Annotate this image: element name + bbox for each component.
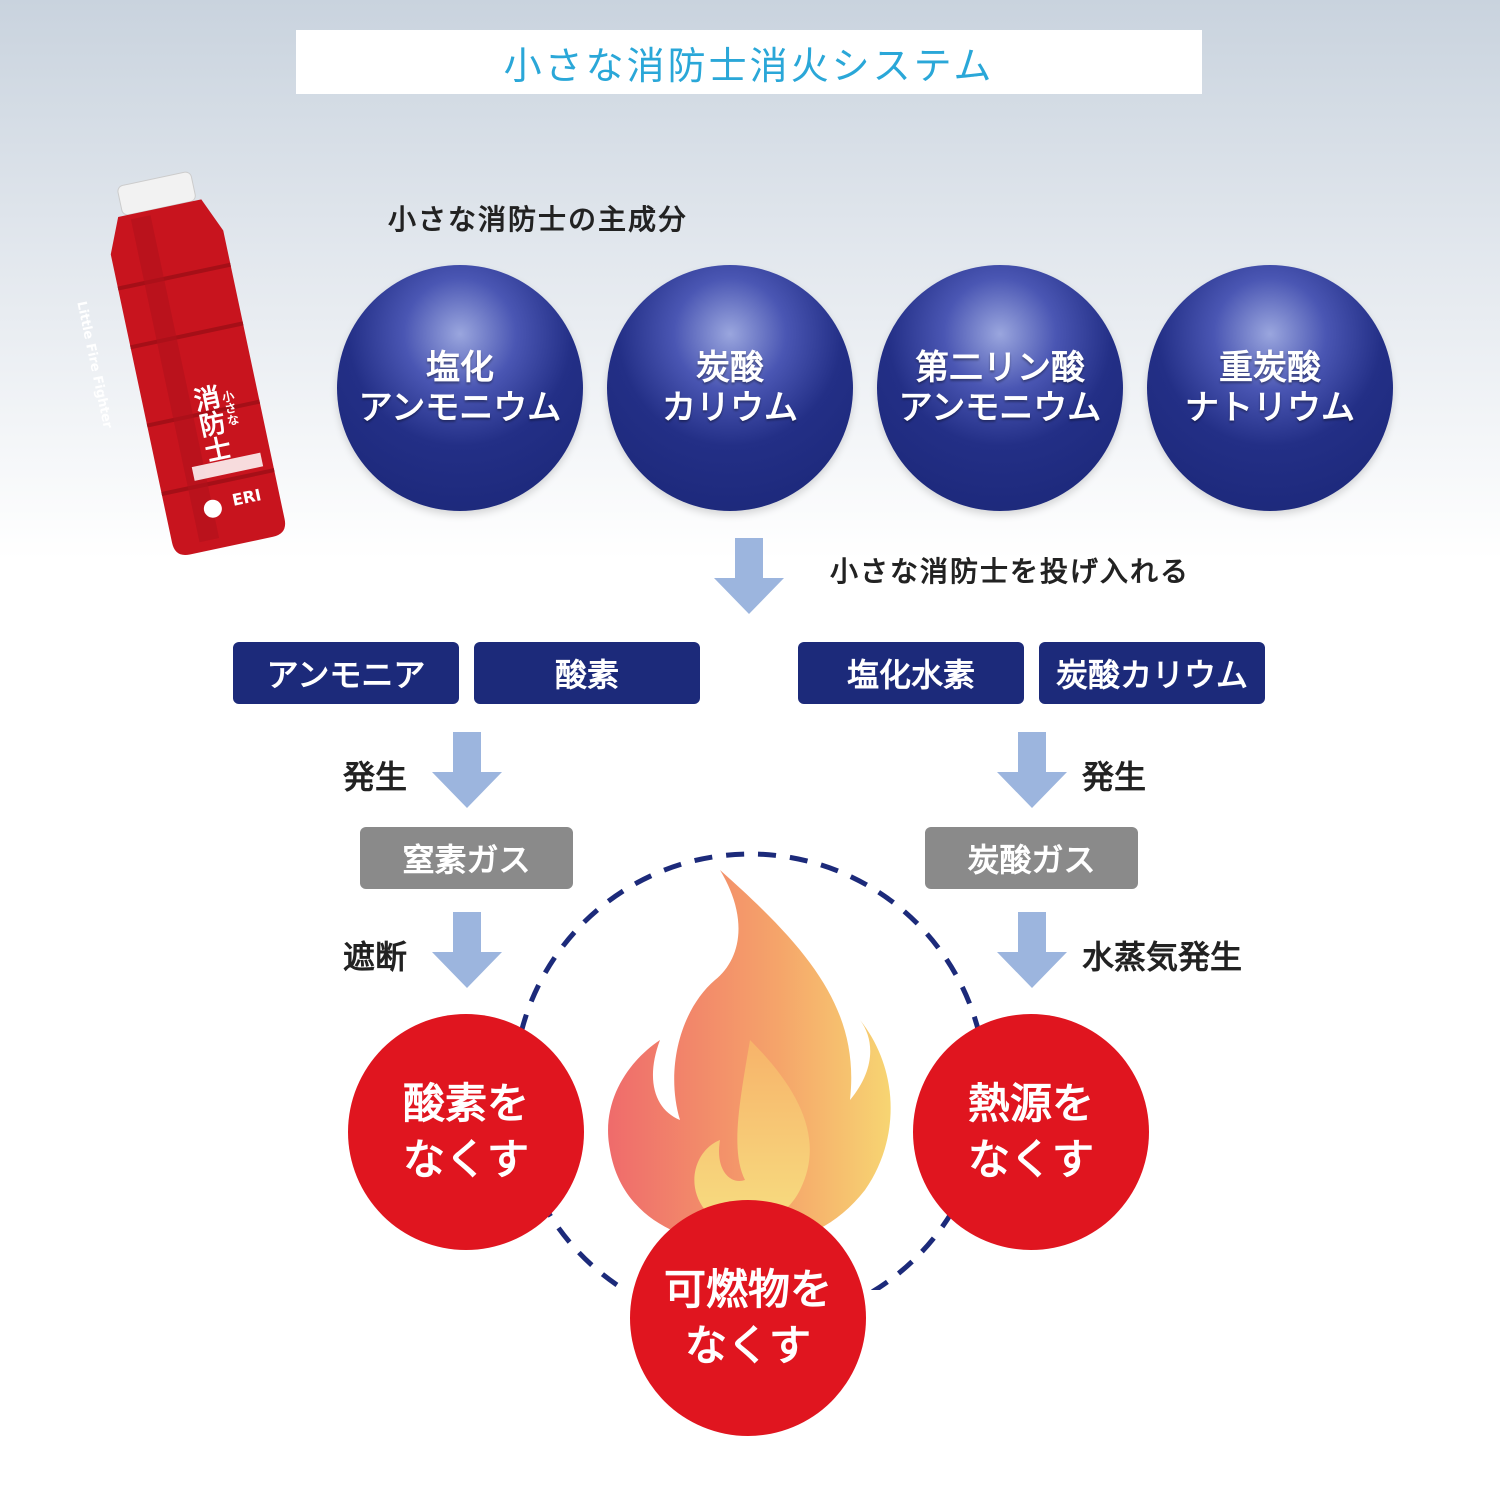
page-title: 小さな消防士消火システム (296, 30, 1202, 94)
left-step2-label: 遮断 (343, 938, 408, 976)
result-line1: 熱源を (967, 1079, 1094, 1128)
carbon-dioxide-box: 炭酸ガス (925, 827, 1138, 889)
right-step1-label: 発生 (1082, 758, 1147, 796)
product-hydrogen-chloride: 塩化水素 (798, 642, 1024, 704)
result-line2: なくす (967, 1135, 1094, 1184)
ingredient-sodium-bicarbonate: 重炭酸 ナトリウム (1147, 265, 1393, 511)
product-bottle-image (110, 171, 286, 555)
throw-label: 小さな消防士を投げ入れる (830, 555, 1191, 588)
result-line2: なくす (402, 1135, 529, 1184)
result-line1: 可燃物を (663, 1265, 832, 1314)
ingredient-diammonium-phosphate: 第二リン酸 アンモニウム (877, 265, 1123, 511)
ingredients-heading: 小さな消防士の主成分 (388, 203, 689, 236)
right-step2-label: 水蒸気発生 (1082, 938, 1243, 976)
ingredient-line1: 炭酸 (696, 348, 764, 388)
left-step1-label: 発生 (343, 758, 408, 796)
product-potassium-carbonate: 炭酸カリウム (1039, 642, 1265, 704)
result-line2: なくす (684, 1321, 811, 1370)
result-remove-fuel: 可燃物を なくす (630, 1200, 866, 1436)
result-remove-heat: 熱源を なくす (913, 1014, 1149, 1250)
ingredient-ammonium-chloride: 塩化 アンモニウム (337, 265, 583, 511)
product-oxygen: 酸素 (474, 642, 700, 704)
ingredient-line1: 塩化 (426, 348, 494, 388)
down-arrow-icon (997, 732, 1067, 808)
ingredient-line2: ナトリウム (1185, 388, 1355, 428)
product-ammonia: アンモニア (233, 642, 459, 704)
ingredient-line2: アンモニウム (358, 388, 562, 428)
ingredient-line2: カリウム (662, 388, 798, 428)
ingredient-line2: アンモニウム (898, 388, 1102, 428)
down-arrow-icon (432, 732, 502, 808)
down-arrow-icon (432, 912, 502, 988)
nitrogen-gas-box: 窒素ガス (360, 827, 573, 889)
ingredient-line1: 重炭酸 (1219, 348, 1321, 388)
down-arrow-icon (714, 538, 784, 614)
ingredient-potassium-carbonate: 炭酸 カリウム (607, 265, 853, 511)
down-arrow-icon (997, 912, 1067, 988)
result-remove-oxygen: 酸素を なくす (348, 1014, 584, 1250)
result-line1: 酸素を (402, 1079, 529, 1128)
flame-icon (608, 870, 891, 1246)
ingredient-line1: 第二リン酸 (915, 348, 1085, 388)
